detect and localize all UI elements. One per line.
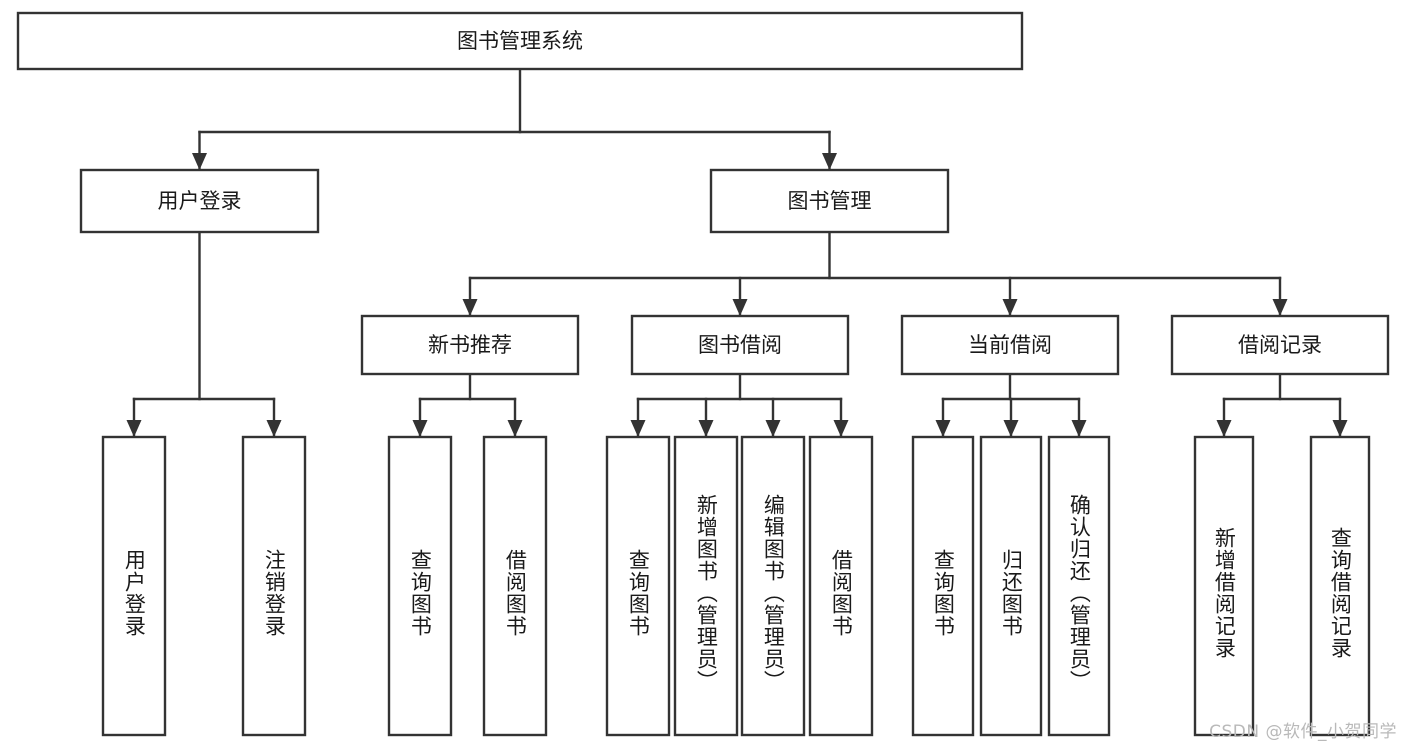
node-box-leaf-query-book-current[interactable]: [911, 435, 975, 737]
node-label-user-login: 用户登录: [158, 189, 242, 213]
node-label-leaf-query-book-recommend: 查询图书: [408, 549, 433, 637]
node-label-wrap-leaf-query-borrow-record: 查询借阅记录: [1311, 437, 1369, 735]
arrow-head-icon: [935, 420, 951, 437]
node-label-new-book-recommend: 新书推荐: [428, 333, 512, 357]
node-label-wrap-leaf-query-book-borrow: 查询图书: [607, 437, 669, 735]
node-label-wrap-leaf-edit-book: 编辑图书（管理员）: [742, 437, 804, 735]
arrow-head-icon: [1216, 420, 1232, 437]
node-box-user-login[interactable]: [79, 168, 320, 234]
node-label-root: 图书管理系统: [457, 29, 583, 53]
node-box-leaf-confirm-return[interactable]: [1047, 435, 1111, 737]
arrow-head-icon: [412, 420, 428, 437]
arrow-head-icon: [765, 420, 781, 437]
node-label-book-borrow: 图书借阅: [698, 333, 782, 357]
arrow-head-icon: [192, 153, 207, 170]
arrow-head-icon: [1071, 420, 1087, 437]
node-label-current-borrow: 当前借阅: [968, 333, 1052, 357]
arrow-head-icon: [507, 420, 523, 437]
node-box-borrow-record[interactable]: [1170, 314, 1390, 376]
node-box-root[interactable]: [16, 11, 1024, 71]
node-label-wrap-leaf-return-book: 归还图书: [981, 437, 1041, 735]
node-label-leaf-return-book: 归还图书: [999, 549, 1024, 637]
arrow-head-icon: [833, 420, 849, 437]
node-label-leaf-borrow-book-recommend: 借阅图书: [503, 549, 528, 637]
node-box-leaf-logout[interactable]: [241, 435, 307, 737]
arrow-head-icon: [1002, 299, 1018, 316]
node-label-wrap-leaf-query-book-recommend: 查询图书: [389, 437, 451, 735]
node-box-leaf-edit-book[interactable]: [740, 435, 806, 737]
node-label-wrap-leaf-logout: 注销登录: [243, 437, 305, 735]
node-label-book-management: 图书管理: [788, 189, 872, 213]
node-box-current-borrow[interactable]: [900, 314, 1120, 376]
arrow-head-icon: [822, 153, 837, 170]
node-label-leaf-edit-book: 编辑图书（管理员）: [761, 494, 786, 692]
arrow-head-icon: [462, 299, 478, 316]
connections-layer: [126, 67, 1348, 438]
boxes-layer: [16, 11, 1390, 737]
node-label-wrap-leaf-borrow-book-recommend: 借阅图书: [484, 437, 546, 735]
node-box-book-borrow[interactable]: [630, 314, 850, 376]
node-box-leaf-return-book[interactable]: [979, 435, 1043, 737]
arrow-head-icon: [126, 420, 142, 437]
node-box-new-book-recommend[interactable]: [360, 314, 580, 376]
arrow-head-icon: [1272, 299, 1288, 316]
node-label-leaf-confirm-return: 确认归还（管理员）: [1067, 494, 1092, 692]
node-label-leaf-query-book-current: 查询图书: [931, 549, 956, 637]
node-box-leaf-query-book-borrow[interactable]: [605, 435, 671, 737]
node-label-leaf-query-book-borrow: 查询图书: [626, 549, 651, 637]
node-label-leaf-logout: 注销登录: [262, 549, 287, 637]
node-box-leaf-add-borrow-record[interactable]: [1193, 435, 1255, 737]
arrow-head-icon: [1332, 420, 1348, 437]
arrow-head-icon: [630, 420, 646, 437]
node-label-wrap-leaf-borrow-book: 借阅图书: [810, 437, 872, 735]
node-box-leaf-add-book[interactable]: [673, 435, 739, 737]
node-label-leaf-add-borrow-record: 新增借阅记录: [1212, 527, 1237, 659]
node-label-leaf-borrow-book: 借阅图书: [829, 549, 854, 637]
arrow-head-icon: [732, 299, 748, 316]
node-label-borrow-record: 借阅记录: [1238, 333, 1322, 357]
node-label-wrap-leaf-user-login: 用户登录: [103, 437, 165, 735]
node-label-leaf-add-book: 新增图书（管理员）: [694, 494, 719, 692]
arrow-head-icon: [1003, 420, 1019, 437]
node-label-leaf-user-login: 用户登录: [122, 549, 147, 637]
node-label-wrap-leaf-add-book: 新增图书（管理员）: [675, 437, 737, 735]
node-label-wrap-leaf-add-borrow-record: 新增借阅记录: [1195, 437, 1253, 735]
node-box-book-management[interactable]: [709, 168, 950, 234]
node-box-leaf-borrow-book[interactable]: [808, 435, 874, 737]
csdn-watermark: CSDN @软件_小贺同学: [1209, 722, 1397, 742]
node-label-wrap-leaf-query-book-current: 查询图书: [913, 437, 973, 735]
node-label-wrap-leaf-confirm-return: 确认归还（管理员）: [1049, 437, 1109, 735]
node-box-leaf-query-borrow-record[interactable]: [1309, 435, 1371, 737]
node-label-leaf-query-borrow-record: 查询借阅记录: [1328, 527, 1353, 659]
arrow-head-icon: [266, 420, 282, 437]
node-box-leaf-borrow-book-recommend[interactable]: [482, 435, 548, 737]
arrow-head-icon: [698, 420, 714, 437]
node-box-leaf-user-login[interactable]: [101, 435, 167, 737]
node-box-leaf-query-book-recommend[interactable]: [387, 435, 453, 737]
